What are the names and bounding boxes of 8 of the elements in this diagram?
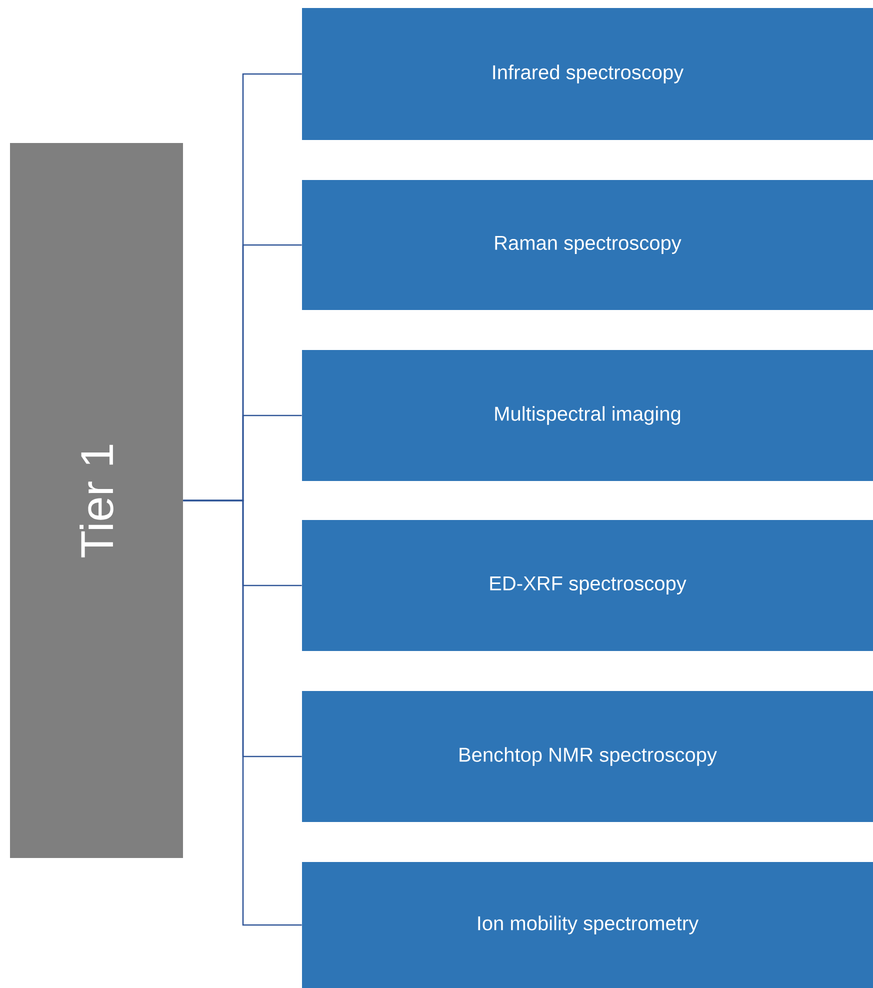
method-box: Ion mobility spectrometry xyxy=(302,862,873,988)
method-box: Multispectral imaging xyxy=(302,350,873,481)
method-box: Raman spectroscopy xyxy=(302,180,873,310)
connector-line xyxy=(183,500,302,926)
method-box: Infrared spectroscopy xyxy=(302,8,873,140)
tier-box: Tier 1 xyxy=(10,143,183,858)
method-box: Benchtop NMR spectroscopy xyxy=(302,691,873,822)
method-box: ED-XRF spectroscopy xyxy=(302,520,873,651)
